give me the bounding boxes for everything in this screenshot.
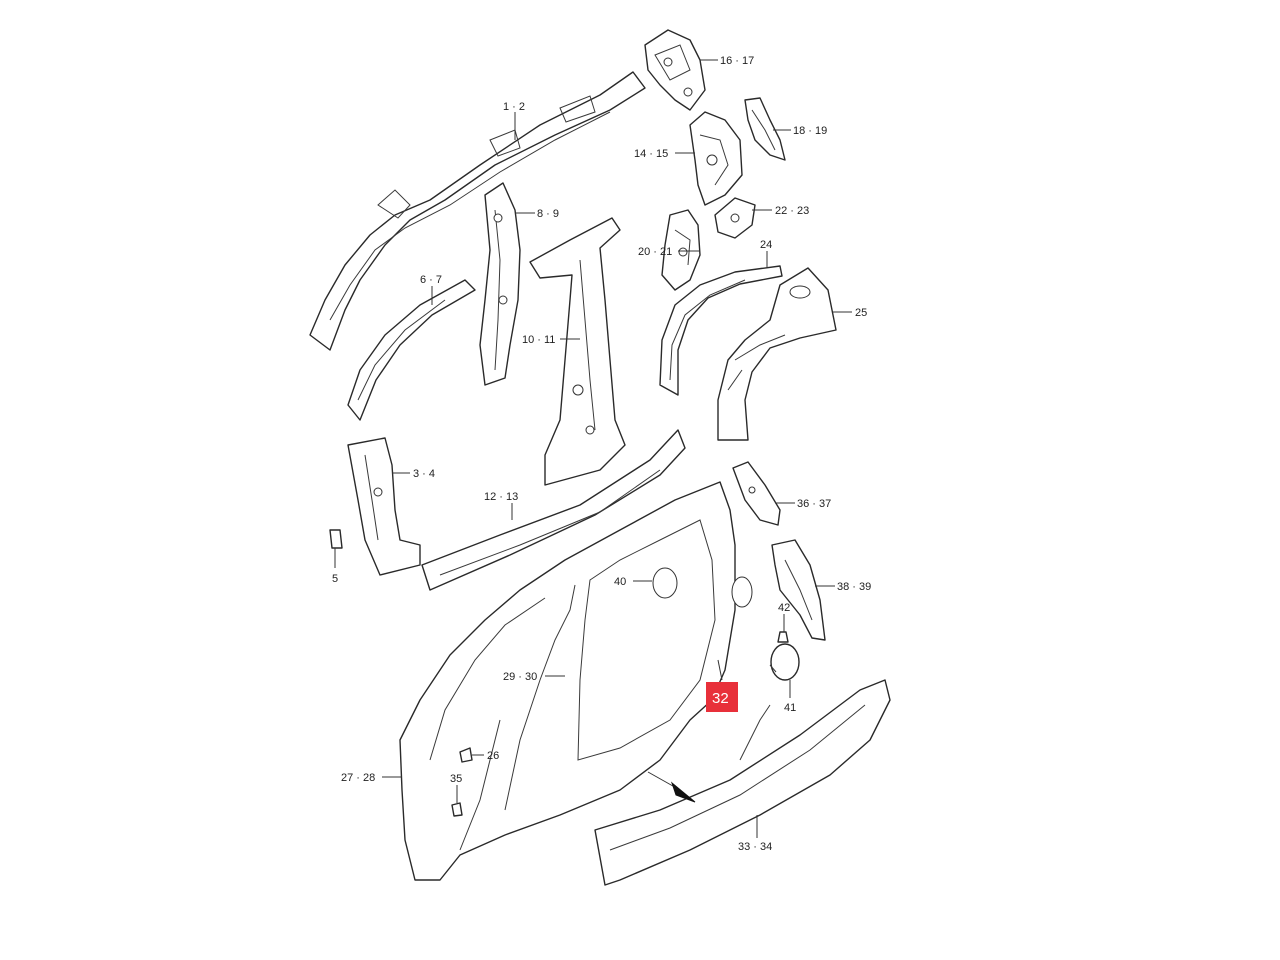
part-42-bolt	[777, 631, 789, 643]
part-14-15	[689, 111, 743, 206]
part-25-wheelhouse-outer	[717, 267, 837, 441]
callout-22-23: 22 · 23	[775, 205, 809, 217]
callout-42: 42	[778, 602, 790, 614]
callout-35: 35	[450, 773, 462, 785]
callout-25: 25	[855, 307, 867, 319]
part-8-9-pillar	[479, 182, 521, 386]
callout-3-4: 3 · 4	[413, 468, 435, 480]
callout-29-30: 29 · 30	[503, 671, 537, 683]
callout-16-17: 16 · 17	[720, 55, 754, 67]
callout-18-19: 18 · 19	[793, 125, 827, 137]
callout-12-13: 12 · 13	[484, 491, 518, 503]
callout-6-7: 6 · 7	[420, 274, 442, 286]
callout-33-34: 33 · 34	[738, 841, 772, 853]
part-36-37	[732, 461, 781, 526]
part-35-clip	[451, 802, 463, 817]
callout-8-9: 8 · 9	[537, 208, 559, 220]
part-24-wheelhouse-inner	[659, 265, 783, 396]
callout-38-39: 38 · 39	[837, 581, 871, 593]
callout-5: 5	[332, 573, 338, 585]
assembly-arrow	[647, 771, 696, 803]
callout-20-21: 20 · 21	[638, 246, 672, 258]
callout-10-11: 10 · 11	[522, 334, 555, 346]
callout-40: 40	[614, 576, 626, 588]
part-5-bracket	[329, 529, 343, 549]
callout-1-2: 1 · 2	[503, 101, 525, 113]
part-12-13-sill-inner	[421, 429, 686, 591]
callout-32: 32	[712, 690, 729, 707]
part-3-4-a-pillar-lower	[347, 437, 421, 576]
part-18-19	[744, 97, 786, 161]
callout-36-37: 36 · 37	[797, 498, 831, 510]
part-10-11-b-pillar	[529, 217, 626, 486]
part-38-39	[771, 539, 826, 641]
callout-27-28: 27 · 28	[341, 772, 375, 784]
part-16-17	[644, 29, 706, 111]
part-26-clip	[459, 747, 473, 763]
part-41-fuel-lid	[769, 643, 800, 681]
part-22-23	[714, 197, 756, 239]
callout-14-15: 14 · 15	[634, 148, 668, 160]
callout-41: 41	[784, 702, 796, 714]
callout-32-highlight: 32	[706, 682, 738, 712]
part-20-21	[661, 209, 701, 291]
callout-24: 24	[760, 239, 772, 251]
part-33-34-outer-sill	[594, 679, 891, 886]
callout-labels: 1 · 2 16 · 17 18 · 19 14 · 15 8 · 9 22 ·…	[332, 55, 871, 853]
highlight-box	[706, 682, 738, 712]
part-roof-side-rail	[309, 71, 646, 351]
part-6-7-inner-rail	[347, 279, 476, 421]
callout-26: 26	[487, 750, 499, 762]
leader-lines	[334, 59, 852, 838]
